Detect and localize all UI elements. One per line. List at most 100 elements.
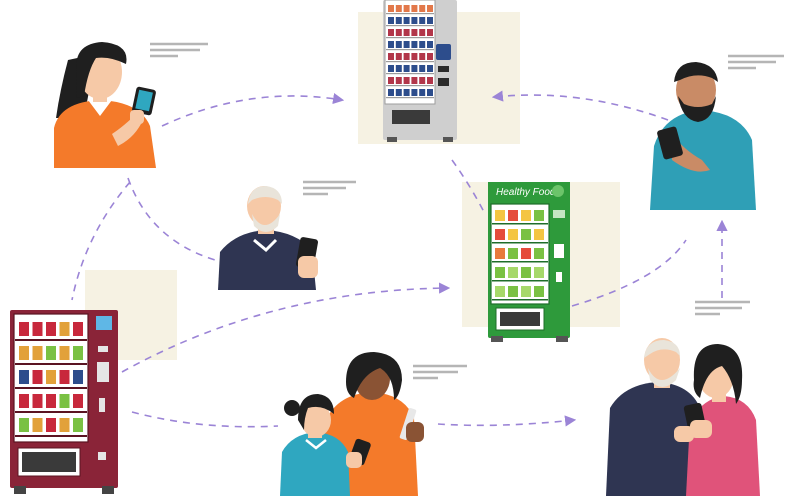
shelves-green [492, 210, 548, 301]
produce-item [534, 286, 544, 297]
vending-machine-healthy-food: Healthy Food [488, 182, 570, 342]
product-item [411, 77, 418, 84]
snack-item [73, 322, 83, 336]
keypad [554, 244, 564, 258]
display [553, 210, 565, 218]
product-item [395, 65, 402, 72]
produce-item [495, 229, 505, 240]
snack-item [46, 346, 56, 360]
product-item [419, 17, 426, 24]
product-item [411, 65, 418, 72]
family-mother-daughter [280, 352, 424, 496]
phone-icon [132, 86, 156, 116]
product-item [419, 29, 426, 36]
shelf-line [15, 387, 87, 389]
product-item [388, 29, 394, 36]
shelf-line [15, 411, 87, 413]
product-item [403, 65, 410, 72]
shelf-line [15, 339, 87, 341]
product-item [411, 53, 418, 60]
product-item [419, 53, 426, 60]
product-item [388, 5, 394, 12]
product-item [419, 77, 426, 84]
product-item [411, 29, 418, 36]
product-item [403, 41, 410, 48]
shelf-line [492, 223, 548, 225]
phone-icon [657, 126, 683, 160]
produce-item [508, 267, 518, 278]
product-item [403, 5, 410, 12]
shelves-snack [15, 322, 87, 437]
shelf-line [386, 85, 434, 87]
snack-item [32, 346, 43, 360]
product-item [403, 29, 410, 36]
snack-item [59, 370, 70, 384]
snack-item [32, 418, 43, 432]
arrow-top-machine-to-green [451, 159, 485, 213]
card-reader [436, 44, 451, 60]
arrow-woman-to-top-machine [161, 93, 345, 127]
display [96, 316, 112, 330]
produce-item [521, 248, 531, 259]
snack-item [73, 370, 83, 384]
product-item [403, 53, 410, 60]
pickup-bin [500, 312, 540, 326]
snack-item [59, 322, 70, 336]
produce-item [508, 229, 518, 240]
snack-item [46, 370, 56, 384]
snack-item [46, 322, 56, 336]
caption-old-man [303, 180, 356, 196]
product-item [411, 89, 418, 96]
produce-item [521, 229, 531, 240]
heart-icon [552, 185, 564, 197]
pickup-bin [392, 110, 430, 124]
man-teal-shirt [650, 62, 756, 210]
snack-item [32, 322, 43, 336]
shelves-gray [386, 5, 434, 99]
product-item [395, 77, 402, 84]
shelf-line [386, 25, 434, 27]
product-item [427, 17, 433, 24]
product-item [388, 17, 394, 24]
coin-slot [556, 272, 562, 282]
arrow-man-to-top-machine [491, 90, 669, 121]
product-item [403, 89, 410, 96]
card-reader [98, 346, 108, 352]
produce-item [495, 248, 505, 259]
coin-slot [438, 66, 449, 72]
snack-item [59, 394, 70, 408]
shelf-line [386, 13, 434, 15]
produce-item [495, 267, 505, 278]
produce-item [534, 248, 544, 259]
old-man-navy-shirt [218, 186, 318, 290]
produce-item [521, 267, 531, 278]
bill-slot [438, 78, 449, 86]
produce-item [508, 210, 518, 221]
caption-family [413, 364, 467, 380]
shelf-line [386, 49, 434, 51]
snack-item [73, 394, 83, 408]
snack-item [19, 370, 29, 384]
product-item [395, 41, 402, 48]
produce-item [495, 286, 505, 297]
product-item [427, 29, 433, 36]
shelf-line [15, 435, 87, 437]
snack-item [59, 346, 70, 360]
arrow-woman-to-left-machine [71, 181, 131, 301]
product-item [427, 65, 433, 72]
produce-item [508, 248, 518, 259]
connector-arrows [71, 90, 728, 428]
product-item [388, 41, 394, 48]
shelf-line [492, 299, 548, 301]
snack-item [73, 418, 83, 432]
shelf-line [386, 61, 434, 63]
shelf-line [15, 363, 87, 365]
pickup-bin [22, 452, 76, 472]
woman-orange-shirt [54, 42, 156, 168]
product-item [388, 89, 394, 96]
arrow-green-to-man [571, 239, 687, 307]
healthy-food-sign: Healthy Food [496, 187, 556, 198]
shelf-line [492, 261, 548, 263]
product-item [403, 77, 410, 84]
arrow-left-to-family [131, 411, 279, 428]
